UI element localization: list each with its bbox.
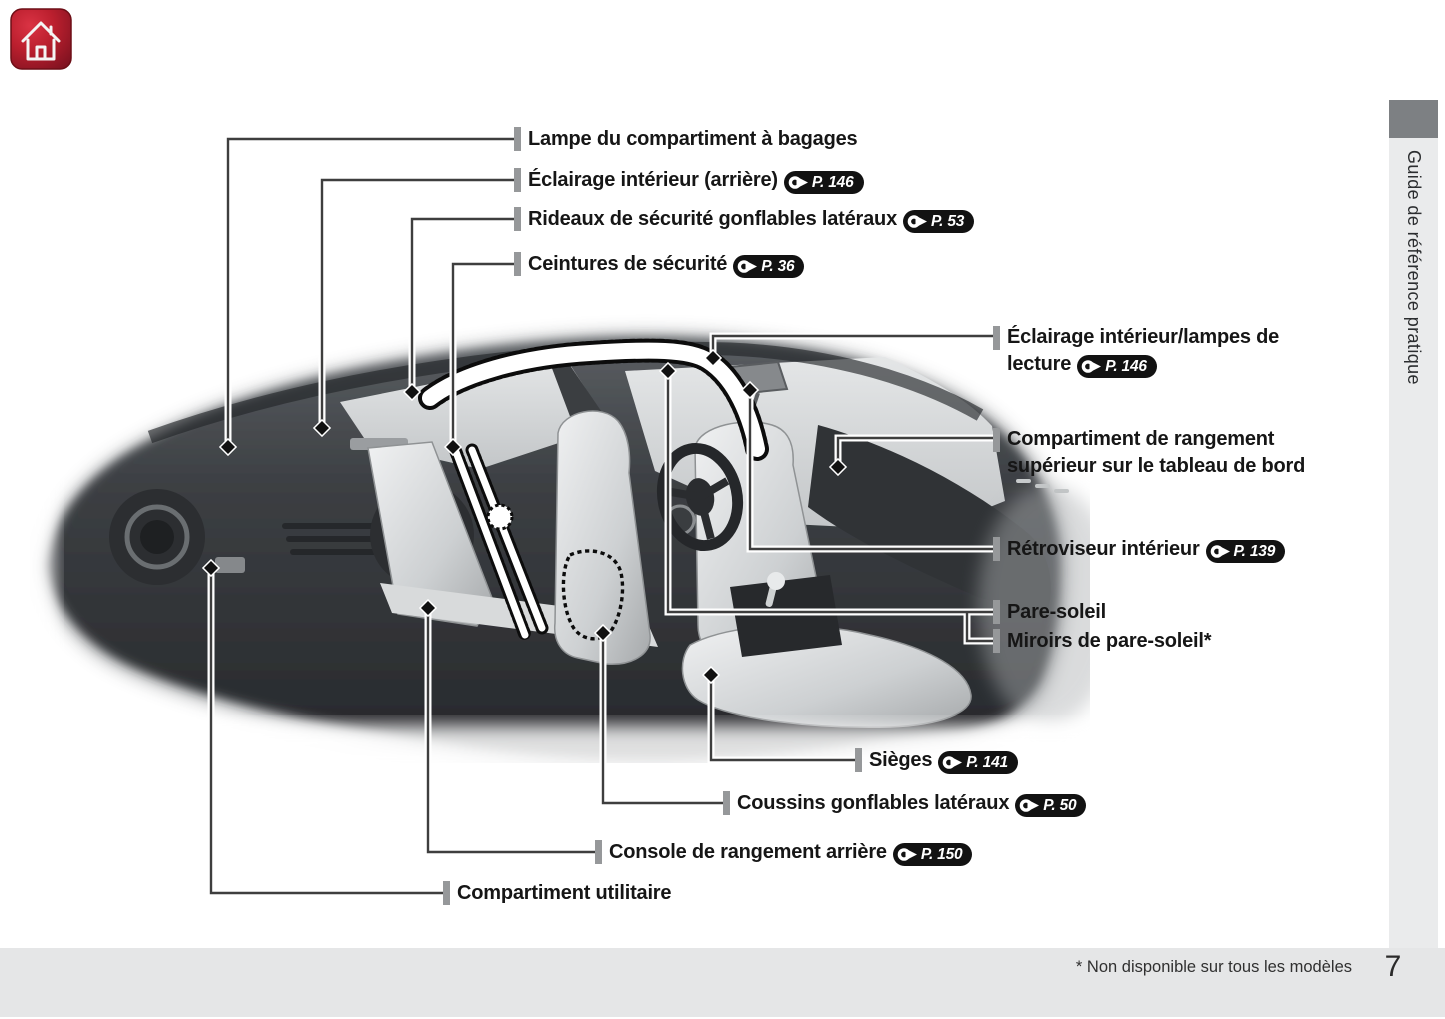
callout-tick bbox=[993, 428, 1000, 452]
callout-tick bbox=[993, 600, 1000, 624]
page-ref-pill[interactable]: P. 53 bbox=[903, 210, 975, 233]
arrow-right-icon bbox=[942, 756, 963, 769]
callout-text: Sièges bbox=[869, 749, 933, 771]
footer-band bbox=[0, 948, 1445, 1017]
callout-text: Compartiment de rangement supérieur sur … bbox=[1007, 428, 1306, 477]
arrow-right-icon bbox=[1081, 360, 1102, 373]
seatbelt-highlight bbox=[449, 443, 549, 642]
callout-tick bbox=[993, 629, 1000, 653]
callout-text: Rideaux de sécurité gonflables latéraux bbox=[528, 208, 897, 230]
callout-text: Miroirs de pare-soleil* bbox=[1007, 630, 1212, 652]
page-ref-pill[interactable]: P. 146 bbox=[783, 171, 864, 194]
sidebar-chapter-marker bbox=[1389, 100, 1438, 138]
arrow-right-icon bbox=[1019, 799, 1040, 812]
footnote: * Non disponible sur tous les modèles bbox=[1075, 958, 1352, 976]
page-ref-pill[interactable]: P. 141 bbox=[938, 751, 1018, 774]
page-ref-pill[interactable]: P. 50 bbox=[1015, 794, 1087, 817]
callout-text: Ceintures de sécurité bbox=[528, 253, 728, 275]
callout-text: Console de rangement arrière bbox=[609, 841, 887, 863]
page-number: 7 bbox=[1384, 950, 1402, 983]
callout-text: Lampe du compartiment à bagages bbox=[528, 128, 858, 150]
arrow-right-icon bbox=[907, 215, 927, 228]
sidebar-tab-label: Guide de référence pratique bbox=[1404, 150, 1424, 385]
callout-tick bbox=[514, 127, 521, 151]
page-ref-pill[interactable]: P. 146 bbox=[1077, 355, 1157, 378]
arrow-right-icon bbox=[788, 176, 808, 189]
rear-speaker-left bbox=[109, 489, 205, 585]
callout-text: Coussins gonflables latéraux bbox=[737, 792, 1010, 814]
callout-tick bbox=[855, 748, 862, 772]
sidebar-tab-guide-reference[interactable]: Guide de référence pratique bbox=[1389, 150, 1438, 710]
home-icon bbox=[10, 8, 72, 70]
side-airbag-highlight bbox=[561, 549, 625, 641]
callout-text: Pare-soleil bbox=[1007, 601, 1106, 623]
callout-tick bbox=[514, 207, 521, 231]
arrow-right-icon bbox=[897, 848, 917, 861]
callout-text: Éclairage intérieur (arrière) bbox=[528, 169, 778, 191]
page-ref-pill[interactable]: P. 150 bbox=[892, 843, 973, 866]
callout-text: Compartiment utilitaire bbox=[457, 882, 672, 904]
home-button[interactable] bbox=[10, 8, 72, 70]
page-ref-pill[interactable]: P. 139 bbox=[1205, 540, 1286, 563]
callout-vanity-mirrors: Miroirs de pare-soleil* bbox=[993, 629, 1212, 653]
arrow-right-icon bbox=[737, 260, 758, 273]
sidebar-strip bbox=[1389, 100, 1438, 1017]
callout-utility-compartment: Compartiment utilitaire bbox=[443, 881, 672, 905]
callout-tick bbox=[514, 168, 521, 192]
callout-tick bbox=[993, 326, 1000, 350]
callout-tick bbox=[993, 537, 1000, 561]
callout-side-curtain-airbags: Rideaux de sécurité gonflables latéraux P… bbox=[514, 207, 975, 233]
callout-text: Rétroviseur intérieur bbox=[1007, 538, 1200, 560]
callout-tick bbox=[443, 881, 450, 905]
car-interior-illustration bbox=[30, 334, 1090, 763]
page-ref-pill[interactable]: P. 36 bbox=[733, 255, 805, 278]
callout-dash-upper-storage: Compartiment de rangement supérieur sur … bbox=[993, 426, 1359, 480]
callout-sun-visor: Pare-soleil bbox=[993, 600, 1106, 624]
arrow-right-icon bbox=[1210, 545, 1230, 558]
callout-tick bbox=[723, 791, 730, 815]
callout-tick bbox=[595, 840, 602, 864]
callout-text: Éclairage intérieur/lampes de lecture bbox=[1007, 326, 1280, 375]
callout-cargo-lamp: Lampe du compartiment à bagages bbox=[514, 127, 858, 151]
callout-rear-interior-light: Éclairage intérieur (arrière)P. 146 bbox=[514, 168, 864, 194]
callout-tick bbox=[514, 252, 521, 276]
